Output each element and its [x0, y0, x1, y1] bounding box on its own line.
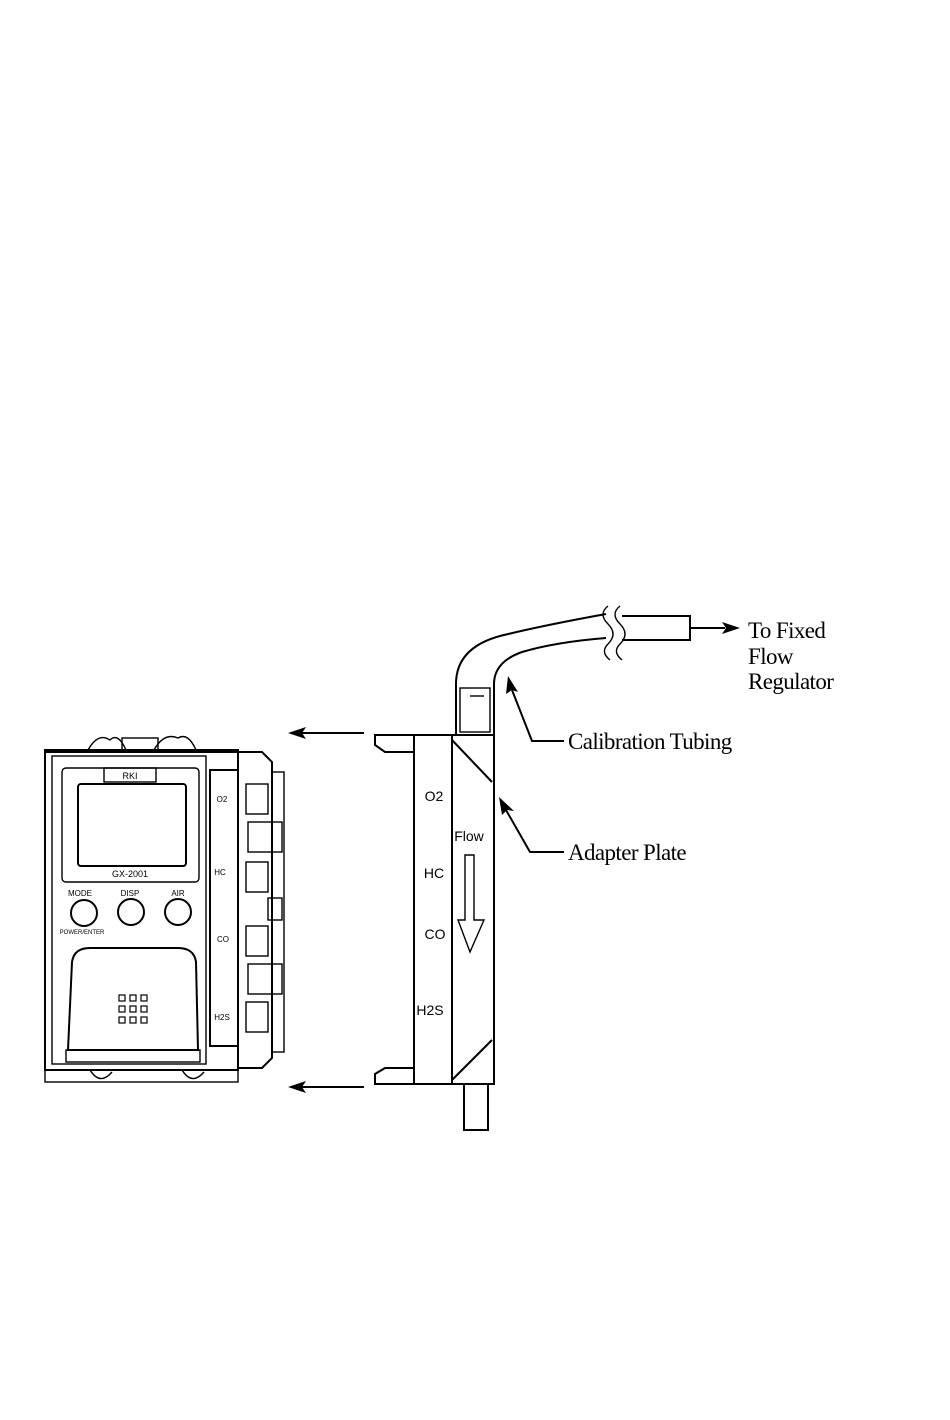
mode-button-label: MODE [68, 889, 92, 898]
callout-adapter-plate: Adapter Plate [499, 797, 686, 865]
plate-sensor-o2: O2 [425, 788, 444, 804]
instrument-sensor-hc: HC [214, 868, 226, 877]
instrument-sensor-co: CO [217, 935, 229, 944]
instrument-sensor-h2s: H2S [214, 1013, 230, 1022]
sensor-label-strip [210, 770, 238, 1046]
plate-sensor-hc: HC [424, 865, 444, 881]
speaker-housing [68, 948, 198, 1050]
callout-calibration-tubing: Calibration Tubing [506, 676, 733, 754]
calibration-tubing [456, 606, 740, 735]
air-button [165, 899, 191, 925]
callout-to-regulator-line1: To Fixed [748, 618, 826, 643]
flow-label: Flow [454, 828, 484, 844]
callout-to-regulator: To Fixed Flow Regulator [748, 618, 834, 694]
callout-to-regulator-line2: Flow [748, 644, 794, 669]
disp-button-label: DISP [121, 889, 140, 898]
display-screen [78, 784, 186, 866]
adapter-plate: O2 HC CO H2S Flow [375, 735, 494, 1130]
speaker-grille [119, 995, 147, 1023]
brand-label: RKI [122, 771, 137, 781]
insertion-arrows [288, 727, 364, 1093]
flow-arrow-icon [458, 855, 484, 952]
plate-sensor-co: CO [425, 926, 446, 942]
outlet-tube [464, 1084, 488, 1130]
callout-adapter-plate-text: Adapter Plate [568, 840, 686, 865]
power-label: POWER/ENTER [60, 930, 105, 936]
plate-sensor-h2s: H2S [416, 1002, 443, 1018]
instrument-sensor-o2: O2 [217, 795, 228, 804]
callout-calibration-tubing-text: Calibration Tubing [568, 729, 733, 754]
disp-button [118, 899, 144, 925]
gas-monitor-instrument: RKI GX-2001 MODE DISP AIR POWER/ENTER O2… [45, 737, 284, 1083]
callout-to-regulator-line3: Regulator [748, 669, 834, 694]
mode-button [71, 900, 97, 926]
model-label: GX-2001 [112, 869, 148, 879]
air-button-label: AIR [171, 889, 185, 898]
